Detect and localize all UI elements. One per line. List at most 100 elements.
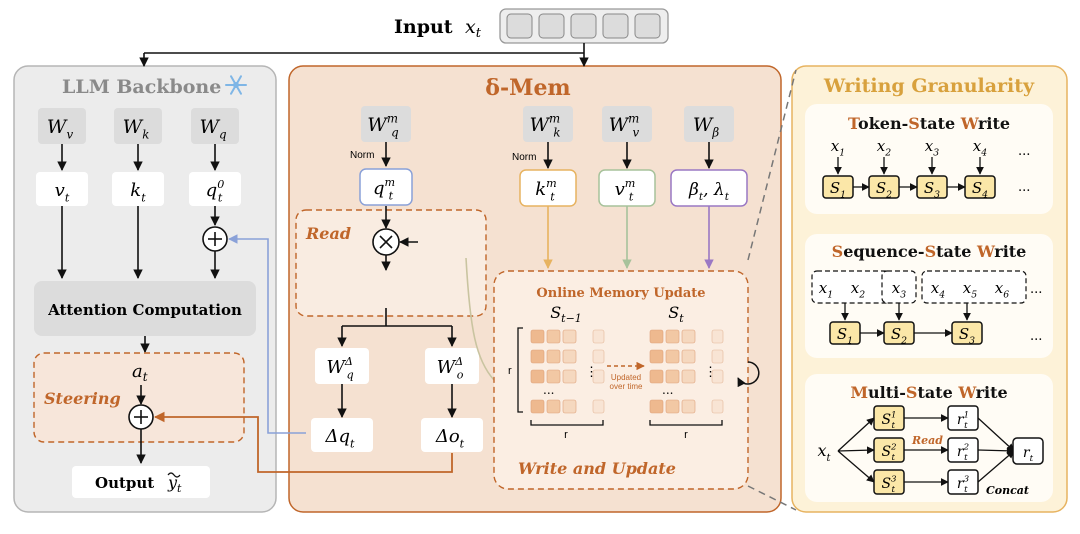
seq-group-2 <box>921 270 1027 304</box>
token-x-1: x2 <box>877 137 891 159</box>
memory-cur-cell <box>665 399 680 414</box>
wb-box <box>684 106 734 142</box>
memory-prev-dots: ... <box>543 383 554 397</box>
plus-node-out <box>128 404 154 430</box>
weight-box-1 <box>114 108 162 144</box>
output-box <box>72 466 210 498</box>
token-s-3-label: S4 <box>972 179 988 201</box>
seq-group-0 <box>811 270 891 304</box>
memory-prev-cell <box>530 369 545 384</box>
input-label: Input <box>394 16 453 38</box>
memory-cur-cell <box>681 399 696 414</box>
refresh-icon <box>737 361 760 388</box>
weight-label-0: Wv <box>47 116 74 142</box>
seq-x-dots: ... <box>1030 282 1042 297</box>
vector-box-1 <box>112 172 164 206</box>
memory-prev-cell <box>546 329 561 344</box>
a-var: at <box>132 361 148 384</box>
token-x-dots: ... <box>1018 144 1030 159</box>
memory-prev-cell <box>546 349 561 364</box>
matrix-bracket-bottom-cur <box>649 420 723 426</box>
vector-label-1: kt <box>130 180 146 204</box>
memory-prev-cell <box>546 399 561 414</box>
granularity-title: Writing Granularity <box>823 75 1035 97</box>
input-var: xt <box>465 16 482 41</box>
memory-cur-cell <box>681 329 696 344</box>
online-memory-title: Online Memory Update <box>536 286 705 301</box>
token-x-0: x1 <box>831 137 845 159</box>
input-token-strip <box>499 8 669 44</box>
seq-x-3: x4 <box>931 279 945 301</box>
attention-label: Attention Computation <box>47 301 242 319</box>
times-node <box>372 228 400 256</box>
memory-prev-cell <box>546 369 561 384</box>
write-update-label: Write and Update <box>518 459 676 478</box>
multi-read-label: Read <box>911 434 943 447</box>
memory-cur-cell <box>681 369 696 384</box>
seq-x-5: x6 <box>995 279 1009 301</box>
wb-label: Wβ <box>693 114 720 140</box>
multi-x: xt <box>817 441 830 464</box>
seq-x-0: x1 <box>819 279 833 301</box>
updated-line1: Updated <box>611 373 641 382</box>
arrow-do-feedback <box>153 411 453 473</box>
memory-cur-cell <box>665 349 680 364</box>
wq-m-box <box>361 106 411 142</box>
output-label: Output <box>95 474 154 492</box>
multi-concat-arrow-0 <box>977 417 1015 452</box>
S-prev-label: St−1 <box>550 303 582 325</box>
dq-label: Δqt <box>324 426 355 450</box>
weight-label-1: Wk <box>123 116 150 142</box>
memory-prev-cell <box>592 349 605 364</box>
seq-x-1: x2 <box>851 279 865 301</box>
updated-line2: over time <box>610 382 643 391</box>
memory-cur-cell <box>649 349 664 364</box>
memory-prev-cell <box>562 329 577 344</box>
read-box <box>295 209 487 317</box>
output-tilde <box>167 472 181 478</box>
wo-delta-box <box>425 348 479 384</box>
vector-box-2 <box>189 172 241 206</box>
weight-box-0 <box>38 108 86 144</box>
wq-delta-box <box>315 348 369 384</box>
memory-prev-cell <box>530 349 545 364</box>
zoom-connector-top <box>747 69 797 261</box>
input-arrow <box>144 43 585 54</box>
token-s-1-label: S2 <box>876 179 892 201</box>
seq-s-dots: ... <box>1030 329 1042 344</box>
q-m-box <box>359 168 413 206</box>
read-label: Read <box>305 224 351 243</box>
memory-prev-cell <box>592 399 605 414</box>
memory-cur-cell <box>649 329 664 344</box>
multi-concat-label: Concat <box>986 484 1029 497</box>
memory-cur-dots: ... <box>662 383 673 397</box>
token-state-title: Token-State Write <box>848 114 1010 133</box>
memory-prev-cell <box>562 369 577 384</box>
seq-x-2: x3 <box>892 279 906 301</box>
multi-out-box <box>1012 437 1044 465</box>
token-s-3-box <box>964 175 996 199</box>
memory-cur-cell <box>681 349 696 364</box>
memory-prev-cell <box>562 349 577 364</box>
norm-label-k: Norm <box>512 152 536 163</box>
seq-s-0-label: S1 <box>837 325 853 347</box>
arrow-dq-feedback <box>228 234 306 434</box>
token-s-dots: ... <box>1018 180 1030 195</box>
memory-prev-cell <box>530 329 545 344</box>
multi-state-title: Multi-State Write <box>850 383 1007 402</box>
matrix-bracket-bottom-prev <box>530 420 604 426</box>
vector-box-0 <box>36 172 88 206</box>
steering-label: Steering <box>44 389 121 408</box>
multi-concat-arrow-2 <box>977 450 1015 483</box>
memory-prev-cell <box>530 399 545 414</box>
